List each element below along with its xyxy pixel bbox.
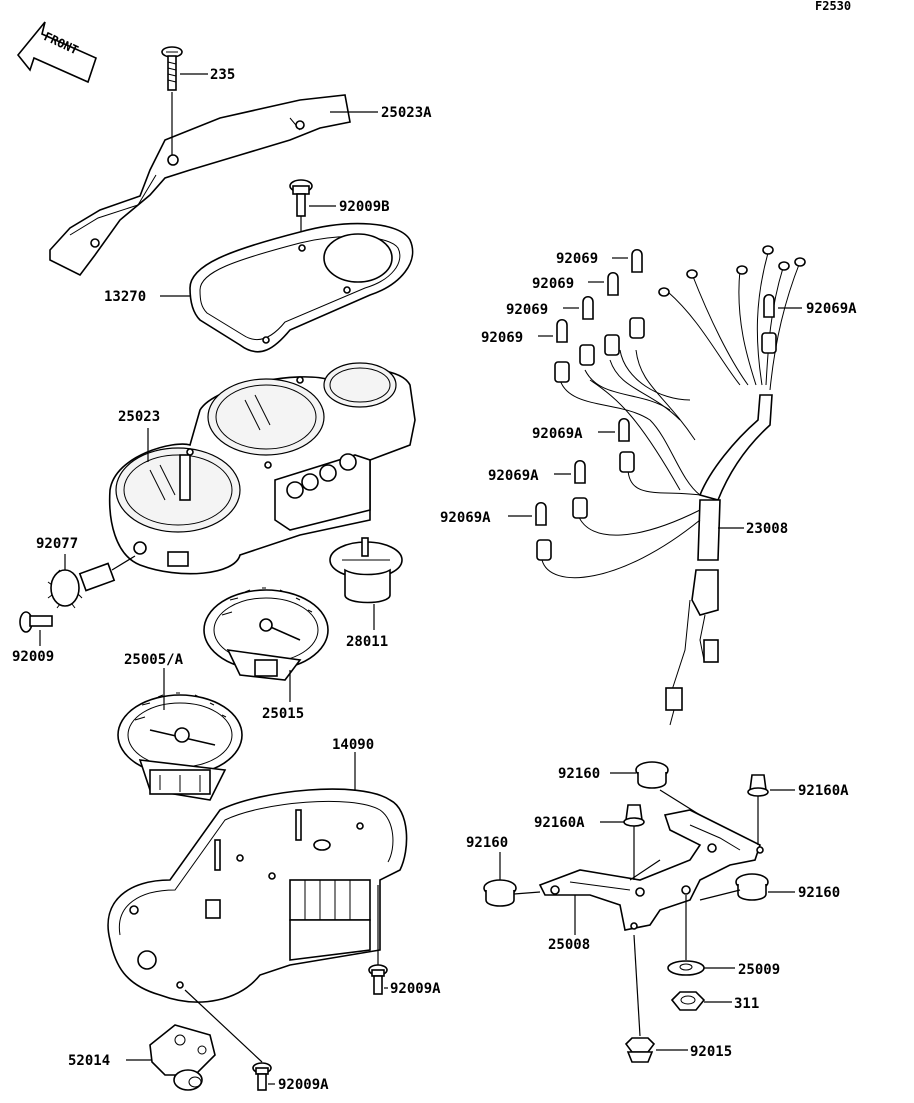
bracket-25023a-icon [49, 94, 351, 277]
callout-25015: 25015 [262, 706, 304, 722]
callout-25005a: 25005/A [124, 652, 184, 668]
spacer-92160a-icons [623, 774, 769, 827]
callout-92069-4: 92069 [481, 330, 523, 346]
callout-92069-2: 92069 [532, 276, 574, 292]
callout-14090: 14090 [332, 737, 374, 753]
callout-92077: 92077 [36, 536, 78, 552]
callout-92069a-4: 92069A [440, 510, 491, 526]
callout-25023: 25023 [118, 409, 160, 425]
callout-92069a-2: 92069A [532, 426, 583, 442]
callout-92069a-1: 92069A [806, 301, 857, 317]
cup-28011-icon [329, 537, 403, 604]
callout-25009: 25009 [738, 962, 780, 978]
gauge-25015-icon [203, 587, 329, 681]
callout-28011: 28011 [346, 634, 388, 650]
callout-92009b: 92009B [339, 199, 390, 215]
callout-92009a-lower: 92009A [278, 1077, 329, 1093]
callout-92009a-upper: 92009A [390, 981, 441, 997]
callout-92069a-3: 92069A [488, 468, 539, 484]
lower-case-14090-icon [107, 788, 408, 1003]
callout-92015: 92015 [690, 1044, 732, 1060]
knob-92077-icon [47, 562, 116, 609]
nut-92015-icon [624, 1037, 656, 1063]
nut-311-icon [670, 991, 706, 1011]
callout-92160-1: 92160 [558, 766, 600, 782]
meter-case-25023-icon [108, 362, 416, 575]
gasket-13270-icon [189, 222, 414, 353]
diagram-code: F2530 [815, 0, 851, 13]
clamp-52014-icon [149, 1024, 216, 1091]
callout-92160-2: 92160 [466, 835, 508, 851]
callout-311: 311 [734, 996, 759, 1012]
callout-92069-1: 92069 [556, 251, 598, 267]
screw-92009-icon [19, 611, 53, 633]
washer-25009-icon [667, 960, 705, 976]
bulb-icons [535, 248, 775, 526]
callout-92160a-2: 92160A [534, 815, 585, 831]
screw-235-icon [161, 46, 183, 91]
callout-92160a-1: 92160A [798, 783, 849, 799]
callout-92069-3: 92069 [506, 302, 548, 318]
wiring-harness-23008-icon [536, 245, 806, 726]
screw-92009a-lower-icon [252, 1062, 272, 1091]
front-arrow-icon: FRONT [16, 21, 97, 84]
speedometer-25005-icon [117, 692, 243, 801]
callout-25008: 25008 [548, 937, 590, 953]
callout-23008: 23008 [746, 521, 788, 537]
callout-235: 235 [210, 67, 235, 83]
screw-92009b-icon [289, 179, 313, 217]
callout-52014: 52014 [68, 1053, 110, 1069]
callout-92160-3: 92160 [798, 885, 840, 901]
bracket-25008-icon [538, 809, 764, 931]
screw-92009a-upper-icon [368, 964, 388, 995]
callout-25023a: 25023A [381, 105, 432, 121]
callout-92009: 92009 [12, 649, 54, 665]
callout-13270: 13270 [104, 289, 146, 305]
